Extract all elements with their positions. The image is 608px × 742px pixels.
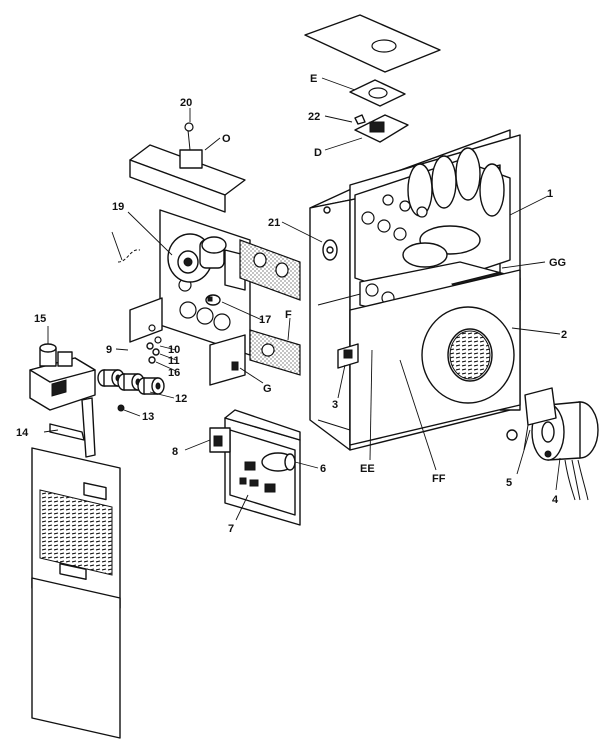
callout-labels: 20 O E 22 D 1 GG 2 21 19 17 F G 15 9 10 …	[16, 73, 567, 535]
callout-19: 19	[112, 201, 124, 213]
callout-4: 4	[552, 494, 559, 506]
gas-manifold-pipe	[49, 397, 96, 458]
callout-2: 2	[561, 329, 567, 341]
orifice-fittings	[117, 342, 160, 412]
door-switch	[337, 343, 359, 369]
rollout-switch	[322, 239, 338, 261]
callout-13: 13	[142, 411, 154, 423]
burner-bracket	[209, 334, 246, 386]
callout-ff: FF	[432, 473, 446, 485]
heat-exchanger	[354, 147, 511, 296]
callout-15: 15	[34, 313, 46, 325]
callout-12: 12	[175, 393, 187, 405]
pressure-switch	[205, 294, 221, 306]
callout-11: 11	[168, 355, 180, 367]
callout-8: 8	[172, 446, 178, 458]
callout-gg: GG	[549, 257, 566, 269]
callout-f: F	[285, 309, 292, 321]
callout-16: 16	[168, 367, 180, 379]
callout-14: 14	[16, 427, 29, 439]
callout-d: D	[314, 147, 322, 159]
callout-10: 10	[168, 344, 180, 356]
control-board-panel	[209, 409, 301, 526]
inducer-gasket	[239, 239, 301, 376]
flue-gasket	[349, 79, 406, 107]
limit-switch-bracket	[354, 114, 409, 143]
vent-collector-top	[129, 122, 246, 213]
burners	[97, 369, 165, 395]
burner-manifold-bracket	[129, 297, 163, 344]
flame-sensor-wire	[117, 249, 141, 263]
callout-e: E	[310, 73, 317, 85]
callout-9: 9	[106, 344, 112, 356]
callout-22: 22	[308, 111, 320, 123]
callout-5: 5	[506, 477, 512, 489]
callout-3: 3	[332, 399, 338, 411]
callout-o: O	[222, 133, 231, 145]
upper-door-panel	[31, 447, 121, 609]
motor-mount	[506, 387, 557, 458]
blower-assembly	[349, 269, 521, 446]
top-panel	[304, 14, 441, 73]
callout-6: 6	[320, 463, 326, 475]
callout-21: 21	[268, 217, 280, 229]
callout-g: G	[263, 383, 272, 395]
callout-1: 1	[547, 188, 553, 200]
lower-door-panel	[31, 577, 121, 739]
callout-7: 7	[228, 523, 234, 535]
leader-lines	[43, 77, 561, 521]
callout-20: 20	[180, 97, 192, 109]
callout-17: 17	[259, 314, 271, 326]
gas-valve	[29, 343, 96, 411]
callout-ee: EE	[360, 463, 375, 475]
